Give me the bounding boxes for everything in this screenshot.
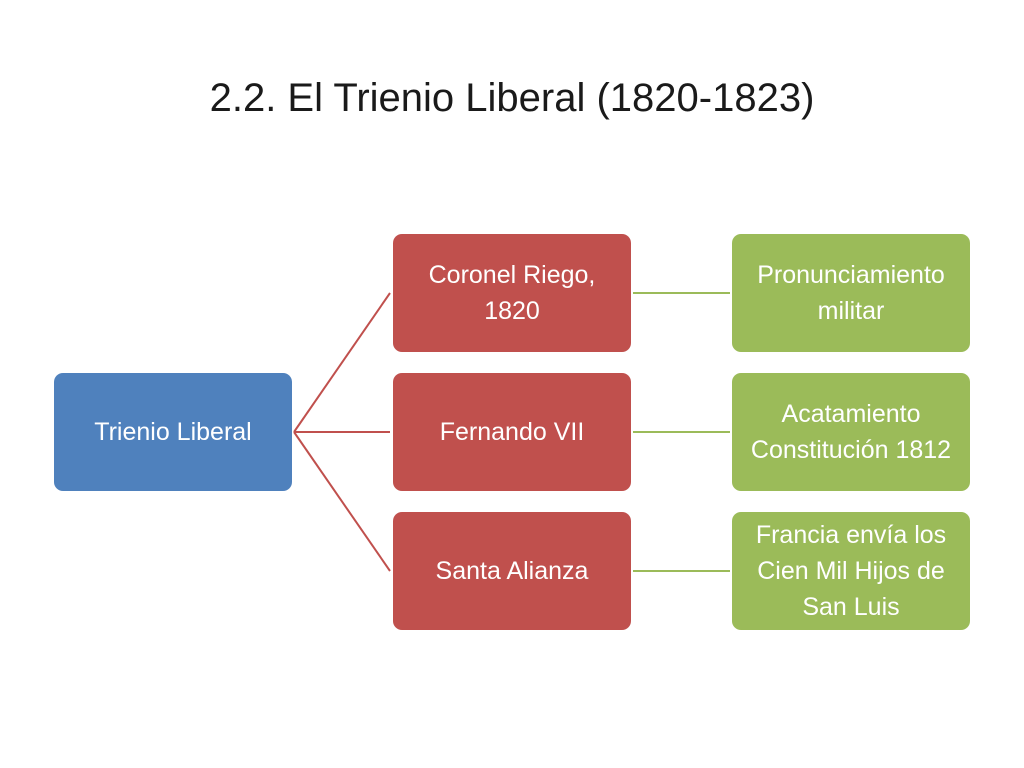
node-fernando-vii: Fernando VII: [393, 373, 631, 491]
connector-root-to-santa-alianza: [293, 431, 391, 572]
node-trienio-liberal: Trienio Liberal: [54, 373, 292, 491]
node-pronunciamiento-militar: Pronunciamiento militar: [732, 234, 970, 352]
node-label: Francia envía los Cien Mil Hijos de San …: [755, 521, 947, 621]
slide-title: 2.2. El Trienio Liberal (1820-1823): [209, 76, 815, 120]
node-acatamiento-constitucion: Acatamiento Constitución 1812: [732, 373, 970, 491]
node-coronel-riego: Coronel Riego, 1820: [393, 234, 631, 352]
node-label: Acatamiento Constitución 1812: [750, 400, 952, 464]
connector-root-to-coronel-riego: [293, 292, 391, 433]
node-label: Santa Alianza: [435, 557, 589, 585]
node-label: Coronel Riego, 1820: [428, 261, 596, 325]
node-label: Trienio Liberal: [94, 418, 252, 446]
node-label: Pronunciamiento militar: [757, 261, 945, 325]
node-santa-alianza: Santa Alianza: [393, 512, 631, 630]
node-label: Fernando VII: [439, 418, 585, 446]
node-francia-envia: Francia envía los Cien Mil Hijos de San …: [732, 512, 970, 630]
